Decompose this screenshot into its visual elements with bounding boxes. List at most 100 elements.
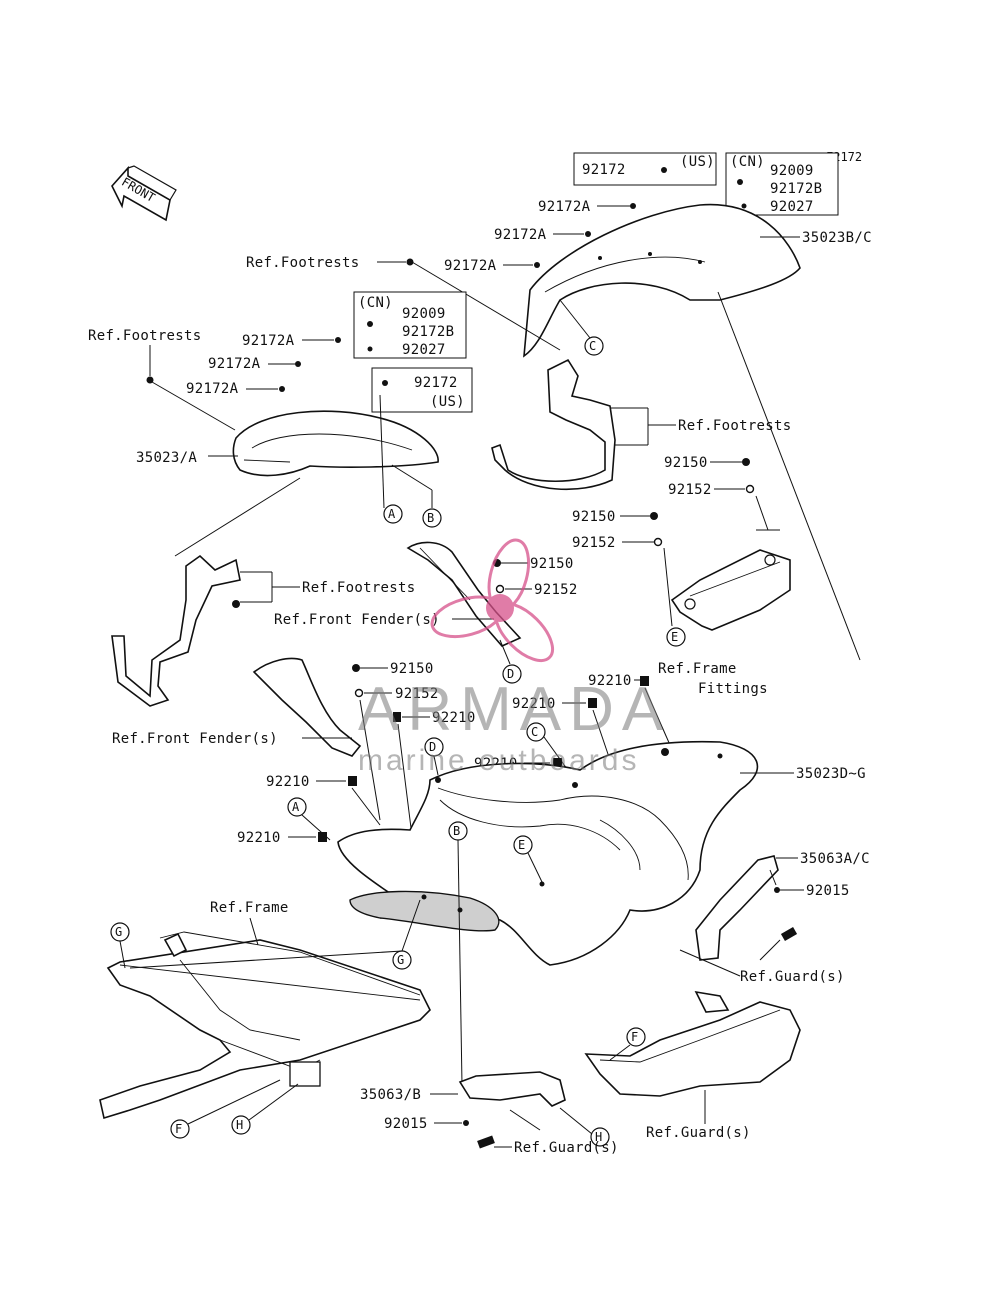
label-92015-2: 92015 — [384, 1116, 428, 1132]
us-variant-box-top: 92172 (US) — [573, 152, 717, 186]
propeller-icon — [430, 538, 555, 663]
label-92150-1: 92150 — [664, 455, 708, 471]
callout-H-left-letter: H — [236, 1118, 243, 1132]
label-92172A-2: 92172A — [494, 227, 547, 243]
label-35023A: 35023/A — [136, 450, 197, 466]
rear-fender-upper-part — [523, 203, 801, 358]
side-bracket-left-part — [458, 1071, 566, 1107]
guard-right-part — [584, 990, 801, 1097]
ref-footrests-top: Ref.Footrests — [246, 255, 359, 271]
main-frame-part — [99, 931, 431, 1120]
rear-side-panel-part — [232, 410, 439, 477]
label-92172A-3: 92172A — [444, 258, 497, 274]
callout-D-left-letter: D — [429, 740, 436, 754]
ref-guard-3: Ref.Guard(s) — [646, 1125, 751, 1141]
front-arrow-icon: FRONT — [111, 165, 177, 222]
ref-front-fender-mid: Ref.Front Fender(s) — [274, 612, 440, 628]
callout-F-left-letter: F — [175, 1122, 182, 1136]
cn-box-left-part-3: 92027 — [402, 342, 446, 358]
watermark-tagline: marine outboards — [358, 744, 639, 777]
cn-box-left-part-1: 92009 — [402, 306, 446, 322]
callout-E-right — [666, 627, 686, 647]
ref-frame-fittings-line2: Fittings — [698, 681, 768, 697]
label-35023DG: 35023D~G — [796, 766, 866, 782]
callout-A-lower — [287, 797, 307, 817]
callout-H-left — [231, 1115, 251, 1135]
cn-box-top-part-1: 92009 — [770, 163, 814, 179]
label-92210-1: 92210 — [432, 710, 476, 726]
watermark-brand: ARMADA — [358, 675, 671, 744]
callout-H-lower — [590, 1127, 610, 1147]
us-box-top-region: (US) — [680, 154, 715, 170]
callout-H-lower-letter: H — [595, 1130, 602, 1144]
label-92152-3: 92152 — [534, 582, 578, 598]
label-35063B: 35063/B — [360, 1087, 421, 1103]
us-box-left-part: 92172 — [414, 375, 458, 391]
ref-frame: Ref.Frame — [210, 900, 289, 916]
frame-fitting-bracket-part — [670, 549, 791, 631]
callout-C-lower — [526, 722, 546, 742]
callout-E-lower — [513, 835, 533, 855]
front-fender-strip-part — [406, 541, 522, 647]
cn-box-left-part-2: 92172B — [402, 324, 454, 340]
cn-box-top-part-3: 92027 — [770, 199, 814, 215]
callout-D-mid-letter: D — [507, 667, 514, 681]
callout-C-upper — [584, 336, 604, 356]
label-92172A-4: 92172A — [242, 333, 295, 349]
label-92172A-5: 92172A — [208, 356, 261, 372]
label-92152-2: 92152 — [572, 535, 616, 551]
ref-guard-1: Ref.Guard(s) — [740, 969, 845, 985]
callout-C-lower-letter: C — [531, 725, 538, 739]
ref-footrests-mid: Ref.Footrests — [302, 580, 415, 596]
label-92150-4: 92150 — [390, 661, 434, 677]
callout-F-right — [626, 1027, 646, 1047]
us-box-top-part: 92172 — [582, 162, 626, 178]
us-variant-box-left: 92172 (US) — [371, 367, 473, 413]
label-92150-3: 92150 — [530, 556, 574, 572]
label-92150-2: 92150 — [572, 509, 616, 525]
callout-B-lower-letter: B — [453, 824, 460, 838]
ref-front-fender-left: Ref.Front Fender(s) — [112, 731, 278, 747]
callout-C-upper-letter: C — [589, 339, 596, 353]
us-box-left-region: (US) — [430, 394, 465, 410]
callout-A-upper-letter: A — [388, 507, 396, 521]
label-92210-2: 92210 — [588, 673, 632, 689]
footrest-bracket-upper-part — [491, 358, 616, 491]
callout-F-right-letter: F — [631, 1030, 638, 1044]
side-bracket-right-part — [695, 855, 779, 961]
cn-box-top-region: (CN) — [730, 154, 765, 170]
label-92015-1: 92015 — [806, 883, 850, 899]
armada-watermark-logo: ARMADA marine outboards — [358, 538, 671, 777]
cn-box-top-part-2: 92172B — [770, 181, 822, 197]
callout-G-lower-letter: G — [397, 953, 404, 967]
label-35023BC: 35023B/C — [802, 230, 872, 246]
ref-guard-2: Ref.Guard(s) — [514, 1140, 619, 1156]
front-fender-left-part — [252, 657, 362, 757]
label-92210-5: 92210 — [266, 774, 310, 790]
rear-fender-main-part — [337, 740, 759, 966]
callout-E-lower-letter: E — [518, 838, 525, 852]
label-92152-1: 92152 — [668, 482, 712, 498]
cn-box-left-region: (CN) — [358, 295, 393, 311]
ref-footrests-right: Ref.Footrests — [678, 418, 791, 434]
callout-F-left — [170, 1119, 190, 1139]
footrest-bracket-lower-part — [111, 554, 241, 707]
callout-B-upper-letter: B — [427, 511, 434, 525]
callout-E-right-letter: E — [671, 630, 678, 644]
callout-G-left-letter: G — [115, 925, 122, 939]
callout-A-upper — [383, 504, 403, 524]
label-92210-3: 92210 — [512, 696, 556, 712]
label-92210-6: 92210 — [237, 830, 281, 846]
label-92172A-6: 92172A — [186, 381, 239, 397]
callout-B-upper — [422, 508, 442, 528]
label-92172A-1: 92172A — [538, 199, 591, 215]
ref-frame-fittings-line1: Ref.Frame — [658, 661, 737, 677]
cn-variant-box-left: (CN) 92009 92172B 92027 — [353, 291, 467, 359]
callout-A-lower-letter: A — [292, 800, 300, 814]
cn-variant-box-top: (CN) 92009 92172B 92027 — [725, 152, 839, 216]
ref-footrests-left: Ref.Footrests — [88, 328, 201, 344]
label-35063AC: 35063A/C — [800, 851, 870, 867]
label-92152-4: 92152 — [395, 686, 439, 702]
